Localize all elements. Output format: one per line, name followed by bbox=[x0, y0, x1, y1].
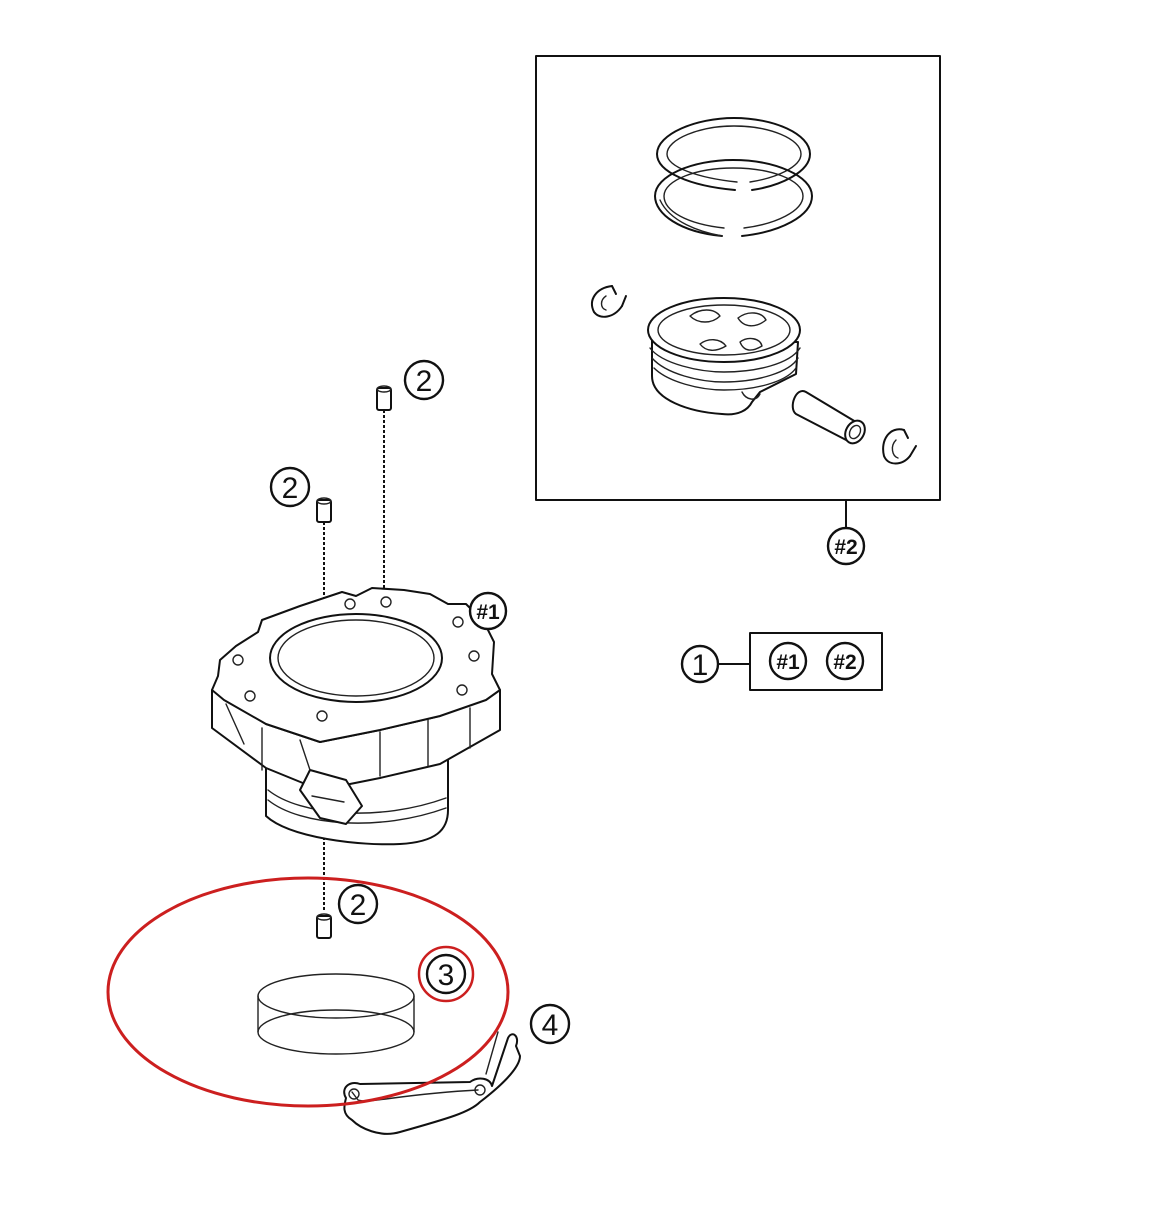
legend-box bbox=[749, 632, 883, 691]
callout-4-label: 4 bbox=[542, 1009, 559, 1042]
callout-4: 4 bbox=[529, 1003, 571, 1045]
base-gasket-drawing-icon bbox=[343, 1031, 521, 1135]
callout-3: 3 bbox=[417, 945, 475, 1003]
callout-2-low-label: 2 bbox=[350, 889, 367, 922]
callout-2-mid-label: 2 bbox=[282, 472, 299, 505]
highlight-ellipse bbox=[106, 876, 510, 1108]
o-ring-drawing-icon bbox=[257, 973, 415, 1055]
callout-3-label: 3 bbox=[438, 959, 455, 992]
legend-ref1-label: #1 bbox=[776, 651, 800, 674]
dowel-pin-mid-icon bbox=[316, 497, 332, 523]
legend-ref1-circle bbox=[768, 641, 808, 681]
circlip-left-icon bbox=[591, 285, 627, 318]
kit-legend: 1 #1 #2 bbox=[680, 632, 883, 691]
ref-badge-piston-label: #2 bbox=[834, 536, 857, 559]
callout-2-low: 2 bbox=[337, 883, 379, 925]
piston-kit-box bbox=[535, 55, 941, 501]
ref-badge-piston: #2 bbox=[826, 526, 866, 566]
ref-badge-cylinder-label: #1 bbox=[476, 601, 500, 624]
piston-rings-drawing-icon bbox=[654, 117, 813, 237]
callout-2-top-label: 2 bbox=[416, 365, 433, 398]
callout-1-label: 1 bbox=[692, 649, 709, 682]
cylinder-drawing-icon bbox=[211, 587, 501, 846]
piston-pin-icon bbox=[791, 390, 866, 445]
piston-drawing-icon bbox=[647, 297, 801, 416]
legend-ref2-label: #2 bbox=[833, 651, 856, 674]
callout-2-mid: 2 bbox=[269, 466, 311, 508]
legend-ref2-circle bbox=[825, 641, 865, 681]
callout-2-top: 2 bbox=[403, 359, 445, 401]
ref-badge-cylinder: #1 bbox=[468, 591, 508, 631]
circlip-right-icon bbox=[882, 428, 917, 465]
callout-3-highlight-ring bbox=[417, 945, 475, 1003]
dowel-pin-low-icon bbox=[316, 913, 332, 939]
dowel-pin-top-icon bbox=[376, 385, 392, 411]
